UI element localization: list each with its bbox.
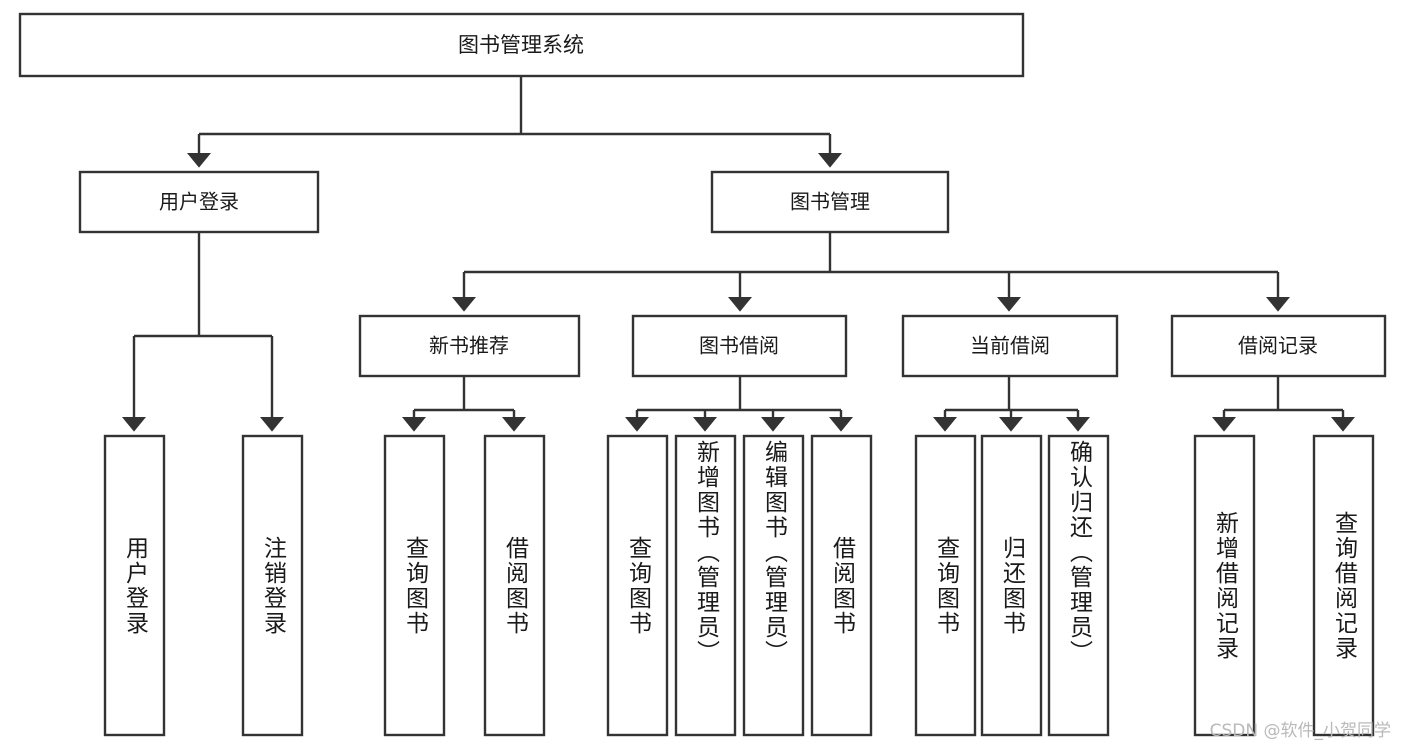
leaf-query-book-3-box[interactable]: [914, 434, 977, 737]
node-book-manage[interactable]: 图书管理: [710, 170, 950, 234]
node-current-borrow-label: 当前借阅: [970, 334, 1050, 358]
node-user-login-label: 用户登录: [159, 190, 239, 214]
csdn-watermark: CSDN @软件_小贺同学: [1209, 721, 1391, 741]
node-current-borrow-box[interactable]: [901, 314, 1119, 378]
node-new-book-rec-box[interactable]: [358, 314, 581, 378]
node-book-manage-label: 图书管理: [790, 190, 870, 214]
leaf-query-record-box[interactable]: [1312, 434, 1375, 737]
node-root[interactable]: 图书管理系统: [18, 12, 1025, 78]
leaf-logout-box[interactable]: [241, 434, 304, 737]
leaf-query-book-2-box[interactable]: [606, 434, 669, 737]
leaf-add-book-box[interactable]: [674, 434, 737, 737]
node-borrow-record-label: 借阅记录: [1238, 334, 1318, 358]
connectors: [122, 76, 1356, 432]
leaf-confirm-return-box[interactable]: [1047, 434, 1110, 737]
node-book-manage-box[interactable]: [710, 170, 950, 234]
leaf-add-record-box[interactable]: [1193, 434, 1256, 737]
node-user-login-box[interactable]: [78, 170, 320, 234]
leaf-borrow-book-1-box[interactable]: [483, 434, 546, 737]
node-root-label: 图书管理系统: [458, 33, 584, 57]
leaf-return-book-box[interactable]: [980, 434, 1043, 737]
node-new-book-rec[interactable]: 新书推荐: [358, 314, 581, 378]
leaf-boxes: [103, 434, 1375, 737]
leaf-query-book-1-box[interactable]: [383, 434, 446, 737]
node-user-login[interactable]: 用户登录: [78, 170, 320, 234]
leaf-borrow-book-2-box[interactable]: [810, 434, 873, 737]
node-borrow-record-box[interactable]: [1170, 314, 1387, 378]
node-book-borrow[interactable]: 图书借阅: [631, 314, 848, 378]
node-new-book-rec-label: 新书推荐: [429, 334, 509, 358]
node-book-borrow-label: 图书借阅: [699, 334, 779, 358]
leaf-user-login-box[interactable]: [103, 434, 166, 737]
leaf-edit-book-box[interactable]: [742, 434, 805, 737]
node-root-box[interactable]: [18, 12, 1025, 78]
node-current-borrow[interactable]: 当前借阅: [901, 314, 1119, 378]
node-book-borrow-box[interactable]: [631, 314, 848, 378]
node-borrow-record[interactable]: 借阅记录: [1170, 314, 1387, 378]
